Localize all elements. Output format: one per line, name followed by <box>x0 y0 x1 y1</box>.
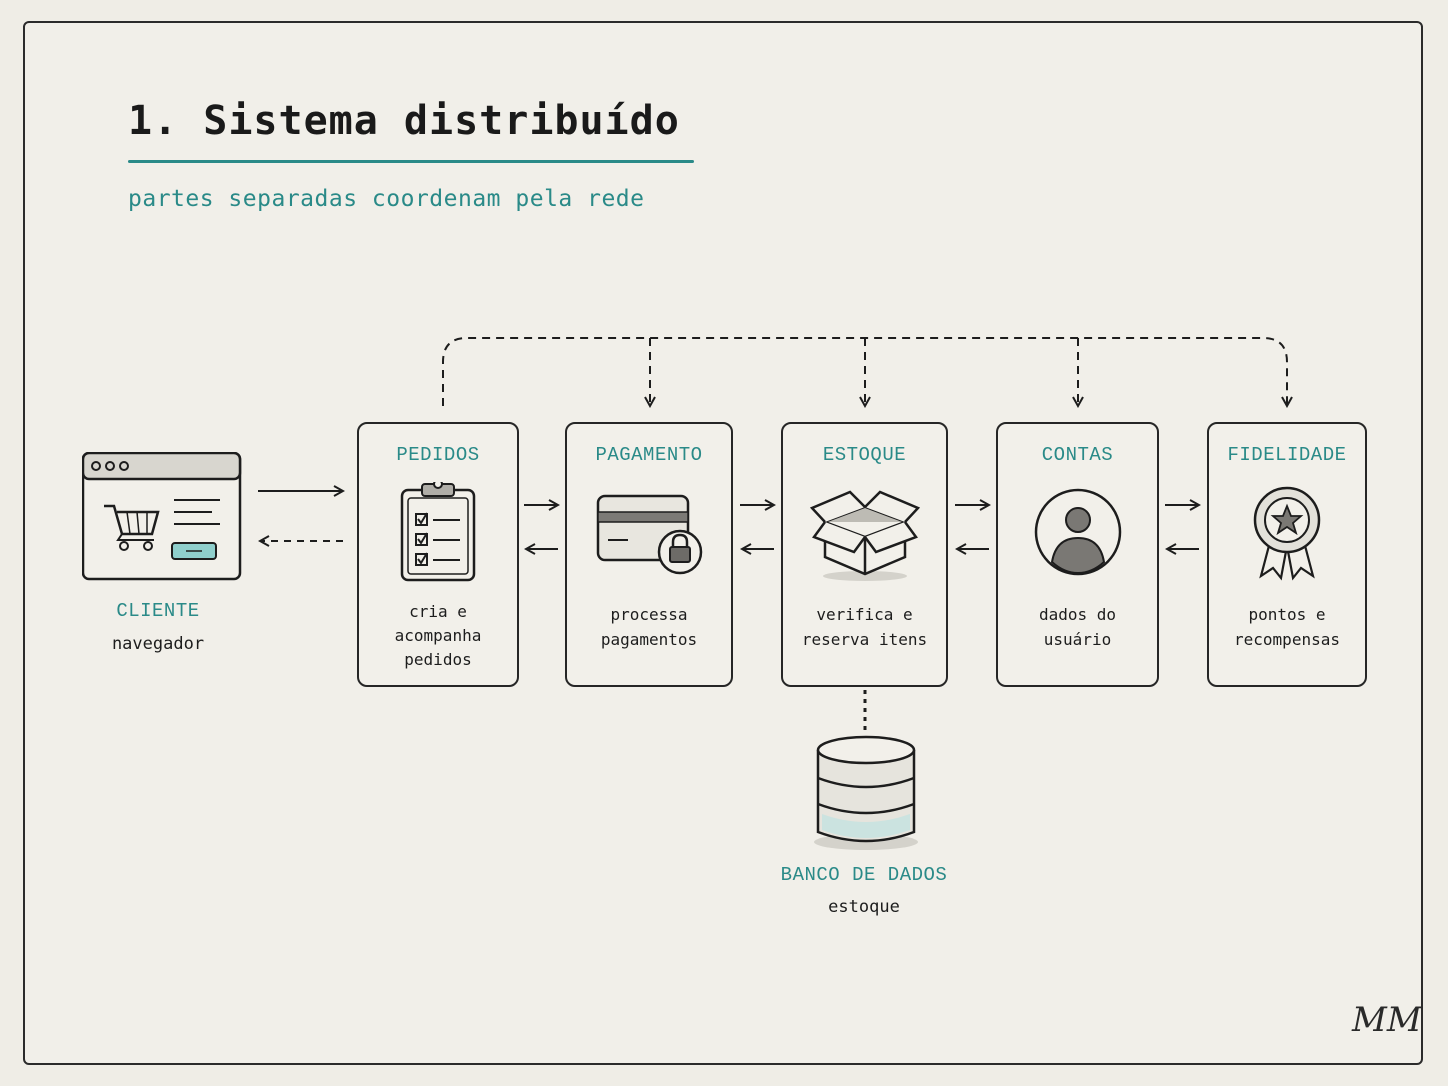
service-card-loyalty[interactable]: FIDELIDADE pontos e recompensas <box>1207 422 1367 687</box>
service-card-accounts[interactable]: CONTAS dados do usuário <box>996 422 1159 687</box>
client-sublabel: navegador <box>111 634 205 654</box>
database-label: BANCO DE DADOS <box>780 864 948 886</box>
service-card-inventory[interactable]: ESTOQUE verifica e reserva itens <box>781 422 948 687</box>
user-avatar-icon <box>1034 488 1121 576</box>
service-title: CONTAS <box>1041 444 1114 466</box>
page-title: 1. Sistema distribuído <box>128 98 680 144</box>
service-description: verifica e reserva itens <box>801 605 928 649</box>
service-description: pontos e recompensas <box>1234 605 1340 649</box>
title-underline <box>128 160 694 163</box>
service-title: ESTOQUE <box>822 444 907 466</box>
clipboard-checklist-icon <box>400 482 476 582</box>
award-ribbon-icon <box>1253 486 1321 581</box>
browser-cart-icon <box>82 452 242 581</box>
service-description: cria e acompanha pedidos <box>394 602 482 669</box>
service-description: processa pagamentos <box>600 605 698 649</box>
database-cylinder-icon <box>814 735 918 850</box>
open-box-icon <box>809 490 920 581</box>
service-title: PAGAMENTO <box>595 444 703 466</box>
page-subtitle: partes separadas coordenam pela rede <box>128 186 645 212</box>
service-title: FIDELIDADE <box>1227 444 1347 466</box>
author-signature: MM <box>1352 1000 1422 1040</box>
service-title: PEDIDOS <box>396 444 480 466</box>
service-card-payment[interactable]: PAGAMENTO processa pagamentos <box>565 422 733 687</box>
service-description: dados do usuário <box>1038 605 1117 649</box>
event-bus <box>442 337 1287 406</box>
credit-card-lock-icon <box>596 494 703 575</box>
client-label: CLIENTE <box>116 600 200 622</box>
service-card-orders[interactable]: PEDIDOS cria e acompanha pedidos <box>357 422 519 687</box>
database-sublabel: estoque <box>828 897 900 917</box>
